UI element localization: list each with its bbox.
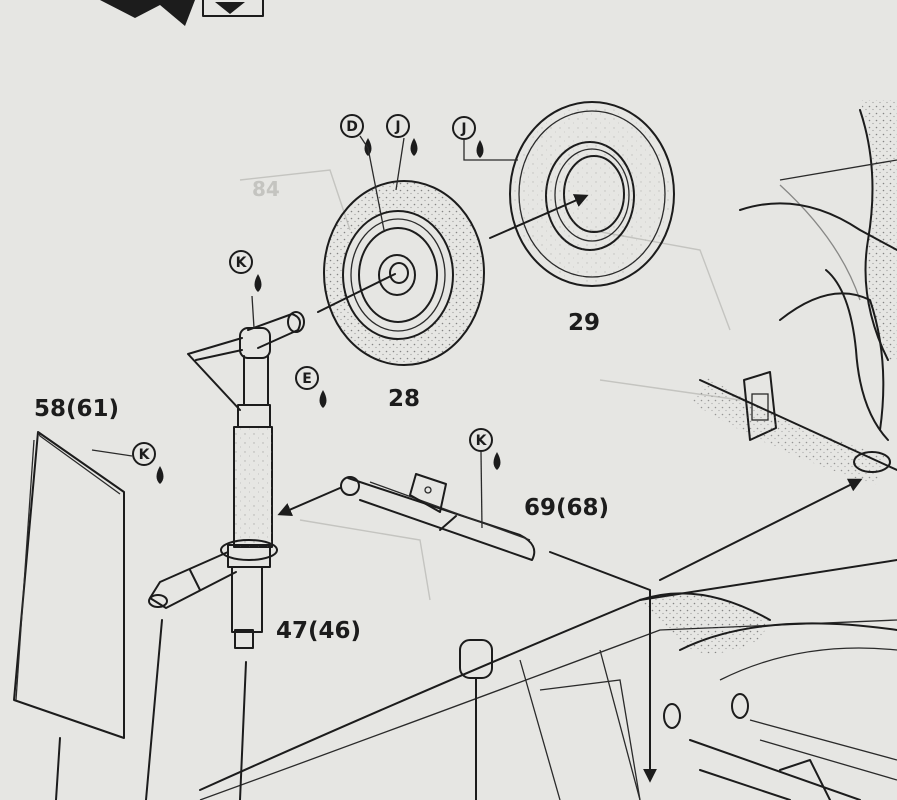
svg-text:K: K bbox=[476, 433, 488, 449]
part-label-wheel: 28 bbox=[388, 386, 420, 412]
svg-text:J: J bbox=[394, 119, 400, 135]
svg-text:J: J bbox=[460, 121, 466, 137]
tire-part bbox=[509, 101, 675, 287]
color-badge-strut-top: K bbox=[229, 250, 262, 329]
part-label-tire: 29 bbox=[568, 310, 600, 336]
panel-part bbox=[13, 431, 125, 739]
axle-alignment-line bbox=[317, 273, 396, 313]
svg-text:D: D bbox=[346, 119, 358, 135]
leader-lines bbox=[55, 551, 657, 800]
retraction-arm-part bbox=[340, 473, 536, 561]
svg-text:K: K bbox=[139, 447, 151, 463]
color-badge-hub: D bbox=[340, 114, 385, 231]
wheel-part bbox=[323, 180, 485, 366]
gear-strut-part bbox=[148, 311, 305, 649]
svg-text:K: K bbox=[236, 255, 248, 271]
color-badge-wheel-top: J bbox=[386, 114, 418, 191]
assembly-arrow-wheel-to-tire bbox=[489, 194, 589, 239]
ghost-part-number: 84 bbox=[252, 177, 280, 201]
part-label-panel: 58(61) bbox=[34, 396, 119, 422]
part-label-gear-strut: 47(46) bbox=[276, 618, 361, 644]
part-label-retraction-arm: 69(68) bbox=[524, 495, 609, 521]
assembly-arrow-arm-to-strut bbox=[277, 487, 341, 516]
color-badge-strut-side: E bbox=[295, 366, 327, 408]
color-badge-arm: K bbox=[469, 428, 501, 529]
top-edge-fragment bbox=[100, 0, 264, 26]
color-badge-tire: J bbox=[452, 116, 518, 161]
svg-text:E: E bbox=[302, 371, 312, 387]
wheel-well-structure bbox=[199, 559, 897, 800]
color-badge-panel: K bbox=[91, 442, 164, 484]
fuselage-section bbox=[659, 100, 897, 581]
